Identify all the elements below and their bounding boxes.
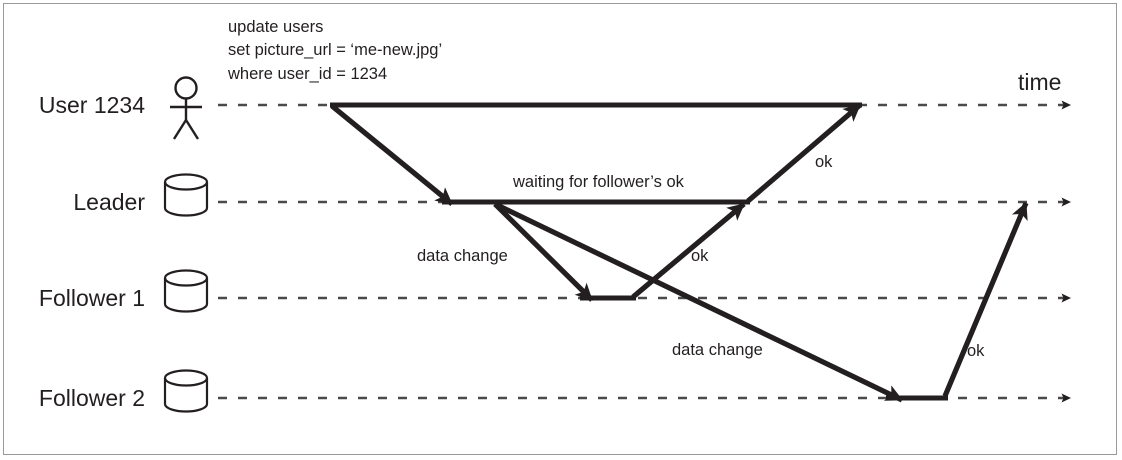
stick-figure-icon	[170, 76, 202, 140]
arrow-follower1-ok-to-leader	[631, 202, 746, 299]
actor-label-user: User 1234	[38, 91, 145, 118]
database-cylinder-icon-leader	[163, 173, 209, 217]
sql-line-2: set picture_url = ‘me-new.jpg’	[228, 41, 443, 60]
sql-query-note: update users set picture_url = ‘me-new.j…	[228, 16, 442, 86]
sql-line-1: update users	[228, 18, 324, 36]
actor-label-follower1: Follower 1	[38, 284, 145, 311]
time-axis-label: time	[1018, 69, 1062, 95]
arrow-follower2-ok-to-leader	[942, 201, 1029, 398]
message-label-ok-follower1: ok	[691, 247, 709, 265]
message-label-ok-follower2: ok	[967, 342, 985, 360]
participant-icons	[163, 76, 209, 413]
arrow-leader-to-follower1	[493, 202, 594, 302]
sql-line-3: where user_id = 1234	[228, 64, 388, 83]
message-label-data-change-follower1: data change	[417, 247, 508, 265]
arrow-leader-ok-to-user	[746, 103, 862, 203]
message-label-ok-leader: ok	[815, 153, 833, 171]
arrow-leader-to-follower2	[493, 201, 904, 403]
actor-label-follower2: Follower 2	[38, 384, 145, 411]
lifelines	[218, 100, 1071, 403]
arrow-user-to-leader	[330, 103, 454, 207]
message-arrows	[330, 103, 1029, 403]
database-cylinder-icon-follower1	[163, 269, 209, 313]
note-waiting-for-follower-ok: waiting for follower’s ok	[513, 173, 684, 191]
actor-label-leader: Leader	[73, 188, 145, 215]
message-label-data-change-follower2: data change	[672, 341, 763, 359]
database-cylinder-icon-follower2	[163, 369, 209, 413]
